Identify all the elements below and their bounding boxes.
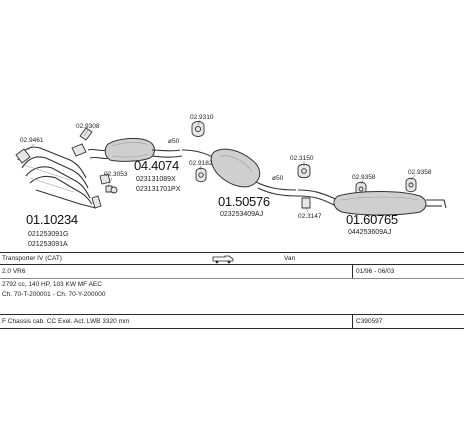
part-label-4: 02.9310 bbox=[190, 114, 214, 121]
catalytic-converter-drawing bbox=[87, 137, 183, 162]
vehicle-type: Van bbox=[284, 255, 296, 262]
leader-lines bbox=[27, 119, 416, 213]
part-label-3: 02.3053 bbox=[104, 171, 128, 178]
group-1-oem-1: 021253091G bbox=[28, 231, 68, 238]
part-label-9: 02.9358 bbox=[408, 169, 432, 176]
column-divider bbox=[352, 314, 353, 328]
exhaust-system-diagram: 02.9461 02.9308 02.3053 02.9310 02.9182 … bbox=[15, 114, 447, 248]
van-icon bbox=[212, 254, 234, 266]
group-1-oem-2: 021253091A bbox=[28, 241, 68, 248]
front-downpipe-drawing bbox=[15, 146, 102, 209]
group-2-oem-1: 023131089X bbox=[136, 176, 176, 183]
vehicle-model: Transporter IV (CAT) bbox=[2, 255, 62, 262]
group-4-part-number: 01.60765 bbox=[346, 212, 398, 227]
middle-hangers-drawing bbox=[191, 121, 207, 183]
part-label-2: 02.9308 bbox=[76, 123, 100, 130]
group-4-oem-1: 044253609AJ bbox=[348, 229, 391, 236]
vehicle-model-row: Transporter IV (CAT) Van bbox=[0, 252, 464, 264]
table-bottom-border bbox=[0, 328, 464, 329]
body-row: F Chassis cab. CC Exel. Act. LWB 3320 mm… bbox=[0, 314, 464, 328]
production-dates: 01/96 - 06/03 bbox=[356, 268, 395, 275]
group-2-oem-2: 023131701PX bbox=[136, 186, 181, 193]
engine-row: 2.0 VR6 01/96 - 06/03 bbox=[0, 264, 464, 278]
column-divider bbox=[352, 264, 353, 278]
group-1-part-number: 01.10234 bbox=[26, 212, 78, 227]
specs-row: 2792 cc, 140 HP, 103 KW MF AEC Ch. 70-T-… bbox=[0, 278, 464, 300]
part-label-7: 02.3147 bbox=[298, 213, 322, 220]
diagram-code: C390597 bbox=[356, 318, 383, 325]
pipe-diameter-label-1: ø50 bbox=[168, 138, 180, 145]
part-label-8: 02.9358 bbox=[352, 174, 376, 181]
body-description: F Chassis cab. CC Exel. Act. LWB 3320 mm bbox=[2, 318, 130, 325]
engine-specs: 2792 cc, 140 HP, 103 KW MF AEC bbox=[2, 281, 102, 288]
middle-silencer-drawing bbox=[181, 148, 299, 197]
group-2-part-number: 04.4074 bbox=[134, 158, 179, 173]
group-3-part-number: 01.50576 bbox=[218, 194, 270, 209]
chassis-range: Ch. 70-T-200001 - Ch. 70-Y-200000 bbox=[2, 291, 106, 298]
pipe-diameter-label-2: ø50 bbox=[272, 175, 284, 182]
group-3-oem-1: 023253409AJ bbox=[220, 211, 263, 218]
front-fittings-drawing bbox=[71, 127, 118, 194]
rear-silencer-drawing bbox=[297, 189, 447, 216]
engine-label: 2.0 VR6 bbox=[2, 268, 26, 275]
part-label-6: 02.3150 bbox=[290, 155, 314, 162]
part-label-5: 02.9182 bbox=[189, 160, 213, 167]
part-label-1: 02.9461 bbox=[20, 137, 44, 144]
